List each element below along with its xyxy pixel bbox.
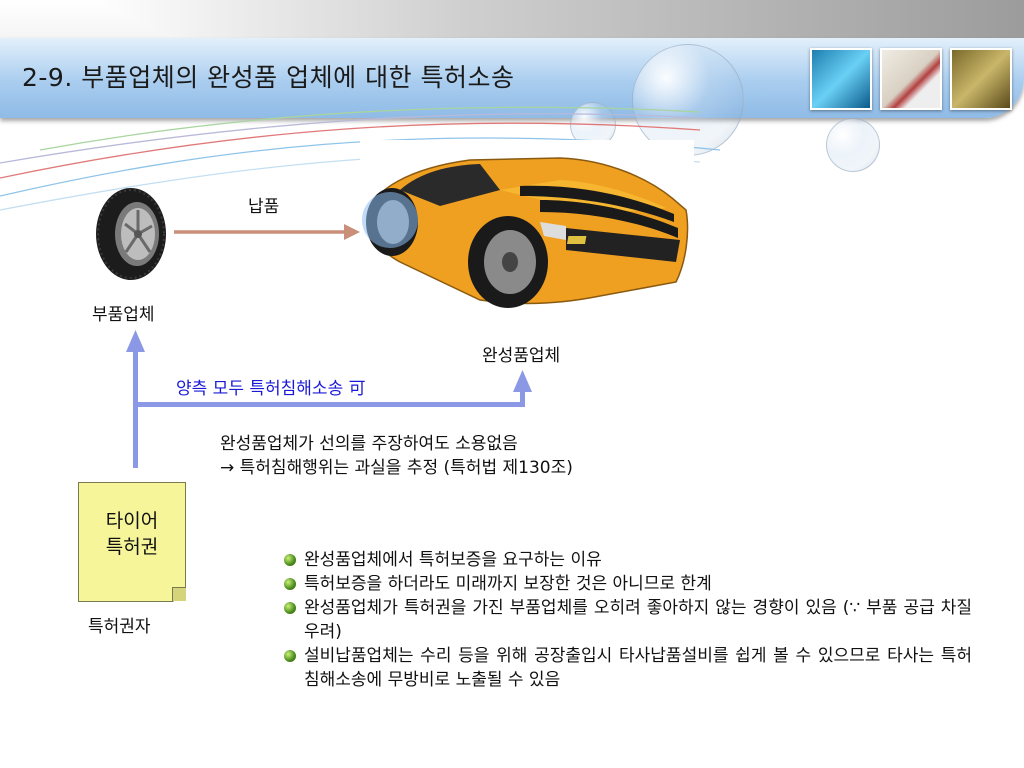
page-title: 2-9. 부품업체의 완성품 업체에 대한 특허소송 (22, 63, 515, 92)
bubble-decoration (826, 118, 880, 172)
delivery-label: 납품 (248, 197, 280, 217)
document-seal-thumbnail-image (880, 48, 942, 110)
tire-image (96, 188, 166, 280)
patent-arrows (126, 330, 532, 468)
patent-card-line-1: 타이어 (105, 510, 159, 532)
tire-highlight-circle (362, 192, 418, 248)
patent-holder-label: 특허권자 (88, 617, 151, 637)
bullet-dot-icon (284, 578, 296, 590)
delivery-arrow (174, 224, 360, 240)
patent-card-line-2: 특허권 (105, 536, 159, 558)
bullet-dot-icon (284, 602, 296, 614)
list-item: 설비납품업체는 수리 등을 위해 공장출입시 타사납품설비를 쉽게 볼 수 있으… (282, 644, 972, 692)
finished-maker-label: 완성품업체 (482, 346, 561, 366)
patent-card-fold (172, 587, 186, 601)
list-item: 특허보증을 하더라도 미래까지 보장한 것은 아니므로 한계 (282, 572, 972, 596)
header-gray-band (90, 0, 1024, 40)
fabric-thumbnail-image (810, 48, 872, 110)
list-item: 완성품업체에서 특허보증을 요구하는 이유 (282, 548, 972, 572)
patent-card-text: 타이어 특허권 (78, 508, 186, 560)
note-text: 완성품업체가 선의를 주장하여도 소용없음 → 특허침해행위는 과실을 추정 (… (220, 432, 573, 480)
plant-thumbnail-image (950, 48, 1012, 110)
patent-card (78, 482, 186, 602)
header-thumbnails (810, 48, 1012, 110)
bullet-dot-icon (284, 554, 296, 566)
note-line-2: → 특허침해행위는 과실을 추정 (특허법 제130조) (220, 458, 573, 478)
bullet-list: 완성품업체에서 특허보증을 요구하는 이유 특허보증을 하더라도 미래까지 보장… (282, 548, 972, 692)
note-line-1: 완성품업체가 선의를 주장하여도 소용없음 (220, 434, 518, 454)
parts-maker-label: 부품업체 (92, 305, 155, 325)
car-image (362, 157, 689, 308)
list-item: 완성품업체가 특허권을 가진 부품업체를 오히려 좋아하지 않는 경향이 있음 … (282, 596, 972, 644)
both-sides-label: 양측 모두 특허침해소송 可 (176, 379, 366, 399)
bullet-dot-icon (284, 650, 296, 662)
